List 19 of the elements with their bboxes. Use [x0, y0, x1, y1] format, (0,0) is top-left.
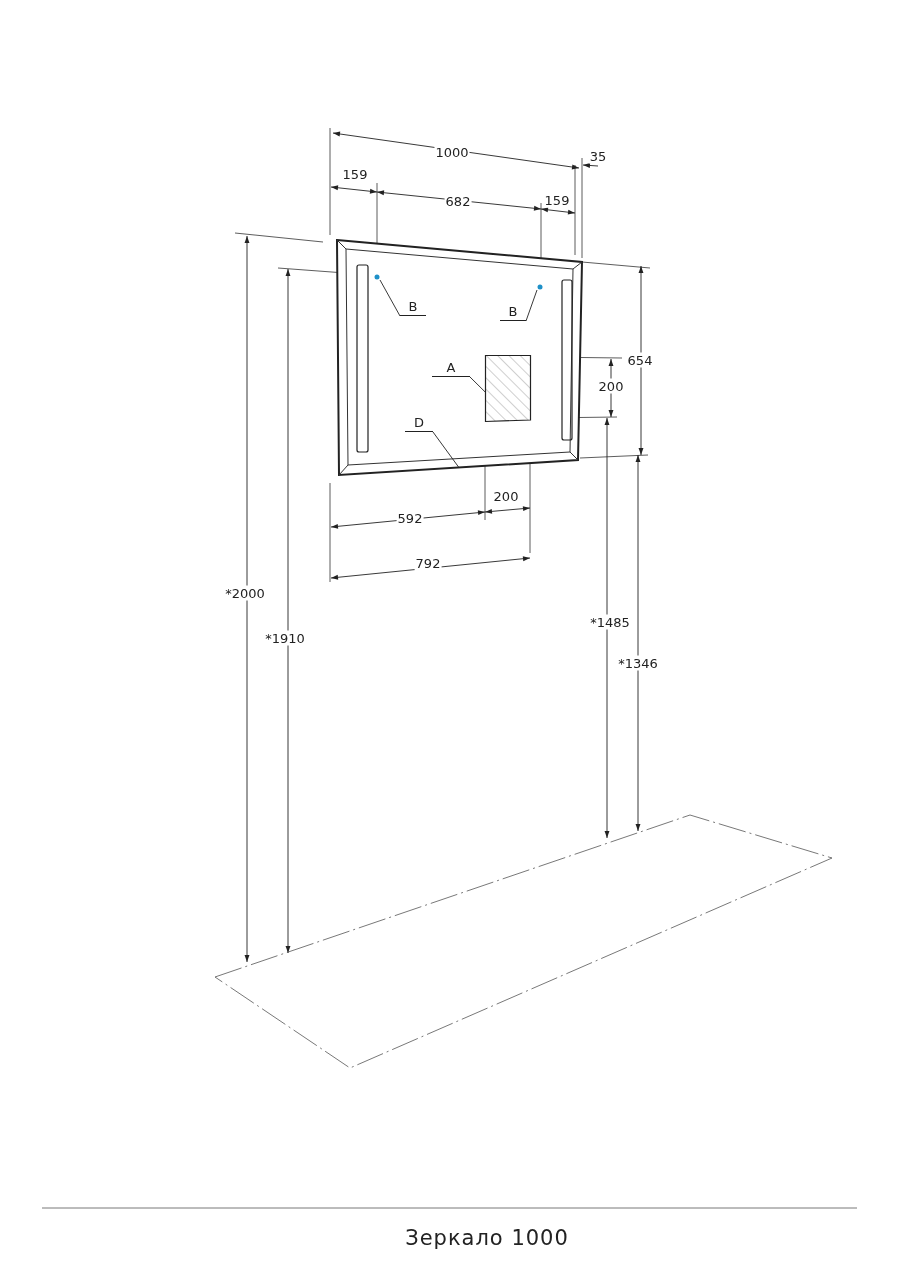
indicator-dot — [537, 284, 543, 290]
callout-letter: B — [400, 298, 426, 316]
floor-outline — [213, 813, 834, 1070]
leader-line — [432, 431, 459, 468]
dimension-label: 654 — [626, 352, 654, 368]
leader-line — [469, 376, 486, 393]
leader-line — [525, 289, 538, 322]
leader-line — [379, 279, 401, 317]
callout-letter: A — [432, 359, 470, 377]
dimension-label: *2000 — [224, 585, 266, 601]
hatched-area — [485, 355, 531, 422]
mirror-drawing — [335, 238, 585, 478]
dimension-label: *1346 — [617, 655, 659, 671]
dimension-label: *1485 — [589, 614, 631, 630]
callout-letter: D — [405, 414, 433, 432]
callout-letter: B — [500, 303, 526, 321]
dimension-label: *1910 — [264, 630, 306, 646]
dimension-label: 200 — [597, 378, 625, 394]
indicator-dot — [374, 274, 380, 280]
